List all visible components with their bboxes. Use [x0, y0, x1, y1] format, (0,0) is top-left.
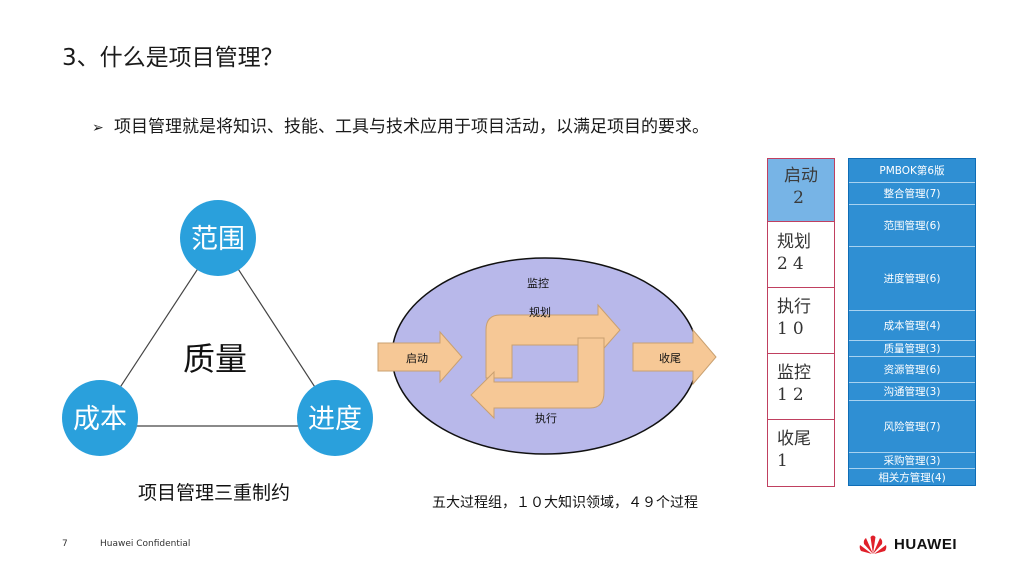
knowledge-area-item: 整合管理(7) — [849, 183, 975, 205]
knowledge-area-item: 资源管理(6) — [849, 357, 975, 383]
process-group-name: 监控 — [777, 363, 811, 383]
cycle-caption: 五大过程组，１０大知识领域，４９个过程 — [432, 495, 698, 511]
knowledge-area-item: 采购管理(3) — [849, 453, 975, 469]
process-group-cell: 规划 24 — [768, 222, 834, 288]
cost-circle — [62, 380, 138, 456]
logo-text: HUAWEI — [894, 535, 957, 553]
knowledge-area-item: 成本管理(4) — [849, 311, 975, 341]
close-arrow-icon — [632, 328, 717, 386]
quality-label: 质量 — [183, 340, 248, 378]
process-group-name: 收尾 — [777, 429, 811, 449]
confidential-note: Huawei Confidential — [100, 539, 191, 549]
process-group-name: 启动 — [784, 166, 818, 186]
bullet-point: ➢ 项目管理就是将知识、技能、工具与技术应用于项目活动，以满足项目的要求。 — [92, 112, 709, 137]
process-group-name: 规划 — [777, 232, 811, 252]
huawei-flower-icon — [859, 535, 887, 554]
huawei-logo: HUAWEI — [858, 533, 957, 555]
start-label: 启动 — [406, 352, 428, 365]
process-groups-table: 启动 2 规划 24 执行 10 监控 12 收尾 1 — [767, 158, 835, 487]
cost-label: 成本 — [73, 404, 127, 435]
knowledge-area-item: 范围管理(6) — [849, 205, 975, 247]
knowledge-area-item: 质量管理(3) — [849, 341, 975, 357]
process-group-name: 执行 — [777, 297, 811, 317]
knowledge-area-header: PMBOK第6版 — [849, 159, 975, 183]
slide-title: 3、什么是项目管理？ — [62, 45, 284, 71]
process-group-count: 24 — [777, 254, 809, 274]
execute-cycle-arrow-icon — [470, 337, 605, 420]
process-group-count: 10 — [777, 319, 809, 339]
process-group-cell: 执行 10 — [768, 288, 834, 354]
scope-circle — [180, 200, 256, 276]
plan-label: 规划 — [529, 305, 551, 319]
process-group-cell: 收尾 1 — [768, 420, 834, 486]
scope-label: 范围 — [191, 224, 245, 255]
process-group-count: 12 — [777, 385, 809, 405]
knowledge-area-item: 相关方管理(4) — [878, 471, 946, 484]
process-group-cell: 监控 12 — [768, 354, 834, 420]
start-arrow-icon — [377, 330, 463, 384]
execute-label: 执行 — [535, 411, 557, 425]
knowledge-area-item: 风险管理(7) — [849, 401, 975, 453]
bullet-arrow-icon: ➢ — [92, 120, 104, 136]
schedule-label: 进度 — [308, 404, 362, 435]
knowledge-areas-table: PMBOK第6版 整合管理(7) 范围管理(6) 进度管理(6) 成本管理(4)… — [848, 158, 976, 486]
process-group-count: 1 — [777, 451, 793, 471]
knowledge-area-item: 进度管理(6) — [849, 247, 975, 311]
triangle-caption: 项目管理三重制约 — [138, 482, 291, 504]
process-group-count: 2 — [793, 188, 809, 208]
monitor-label: 监控 — [527, 276, 549, 290]
schedule-circle — [297, 380, 373, 456]
process-group-cell: 启动 2 — [768, 159, 834, 222]
bullet-text: 项目管理就是将知识、技能、工具与技术应用于项目活动，以满足项目的要求。 — [114, 117, 709, 137]
knowledge-area-item: 沟通管理(3) — [849, 383, 975, 401]
page-number: 7 — [62, 539, 68, 549]
close-label: 收尾 — [659, 351, 681, 365]
